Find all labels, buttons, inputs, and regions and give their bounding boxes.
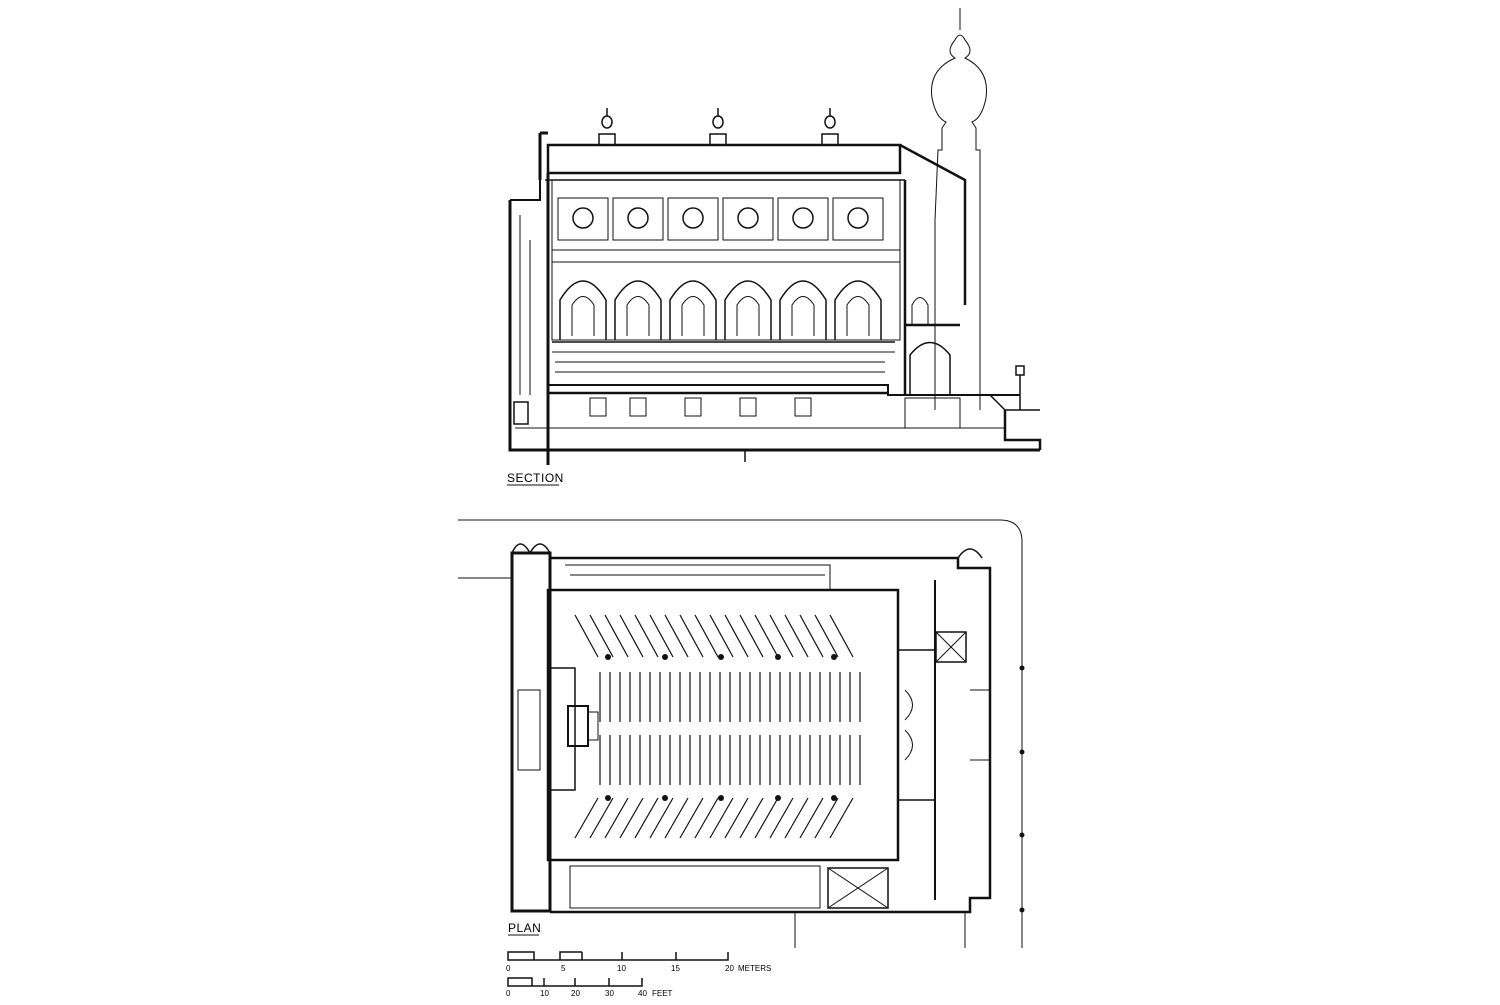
scale-bar-feet: 0 10 20 30 40 FEET xyxy=(506,977,673,998)
section-drawing xyxy=(508,8,1042,465)
scale-tick-label: 10 xyxy=(540,989,549,998)
roof-finial xyxy=(821,108,839,145)
section-basement xyxy=(513,397,1042,462)
scale-tick-label: 0 xyxy=(506,964,511,973)
section-clerestory xyxy=(551,179,901,341)
section-tower xyxy=(930,8,988,410)
scale-tick-label: 40 xyxy=(638,989,647,998)
scale-tick-label: 10 xyxy=(617,964,626,973)
scale-tick-label: 5 xyxy=(561,964,566,973)
plan-bollards xyxy=(1019,665,1025,913)
scale-unit-label: FEET xyxy=(652,989,673,998)
section-nave-floor xyxy=(548,361,1040,411)
plan-columns xyxy=(605,654,837,801)
scale-unit-label: METERS xyxy=(738,964,771,973)
plan-pews-diagonal-bottom xyxy=(574,797,854,839)
section-finials xyxy=(598,108,839,145)
scale-tick-label: 15 xyxy=(671,964,680,973)
scale-tick-label: 0 xyxy=(506,989,511,998)
section-roof xyxy=(538,131,967,195)
scale-tick-label: 30 xyxy=(605,989,614,998)
plan-bimah xyxy=(517,667,599,791)
plan-pews-diagonal-top xyxy=(574,614,854,658)
section-label: SECTION xyxy=(507,471,564,485)
scale-tick-label: 20 xyxy=(725,964,734,973)
plan-site-lines xyxy=(458,519,1023,948)
roof-finial xyxy=(709,108,727,145)
plan-drawing xyxy=(458,519,1025,948)
plan-nave xyxy=(546,564,967,909)
section-arcade xyxy=(552,280,895,353)
roof-finial xyxy=(598,108,616,145)
scale-tick-label: 20 xyxy=(571,989,580,998)
plan-outer-walls xyxy=(510,543,992,914)
scale-bar-meters: 0 5 10 15 20 METERS xyxy=(506,951,771,973)
plan-label: PLAN xyxy=(508,921,541,935)
plan-pews-straight xyxy=(599,672,861,785)
plan-vestibule xyxy=(898,580,990,900)
